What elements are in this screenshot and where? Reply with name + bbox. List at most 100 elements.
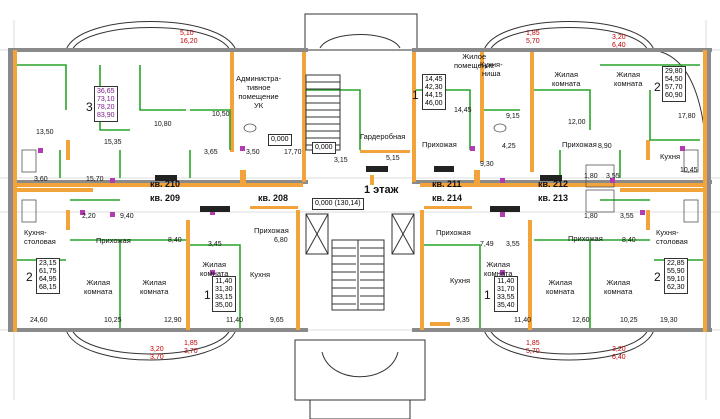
room-area: 10,25 (620, 317, 638, 324)
room-area: 1,80 (584, 173, 598, 180)
room-count: 2 (654, 270, 661, 284)
floor-label: 1 этаж (364, 184, 399, 196)
room-area: 10,80 (154, 121, 172, 128)
structural-walls (13, 50, 707, 332)
room-area: 8,40 (622, 237, 636, 244)
room-count: 1 (484, 288, 491, 302)
room-label-kitchen: Кухня (450, 276, 471, 285)
room-label-hallway: Прихожая (96, 236, 131, 245)
apartment-label-214: кв. 214 (432, 193, 463, 203)
apartment-label-209: кв. 209 (150, 193, 181, 203)
room-area: 24,60 (30, 317, 48, 324)
room-area: 1,80 (584, 213, 598, 220)
bay-arcs (65, 21, 707, 361)
apartment-label-213: кв. 213 (538, 193, 569, 203)
room-area: 4,25 (502, 143, 516, 150)
room-area: 3,15 (334, 157, 348, 164)
room-area: 8,40 (168, 237, 182, 244)
room-area: 9,35 (456, 317, 470, 324)
room-area: 9,15 (506, 113, 520, 120)
elevation-label: 16,20 (180, 38, 198, 45)
room-area: 3,55 (606, 173, 620, 180)
room-area: 9,65 (270, 317, 284, 324)
elevation-label: 3,70 (150, 354, 164, 361)
room-count: 1 (412, 88, 419, 102)
room-area: 9,30 (480, 161, 494, 168)
elevation-label: 3,20 (612, 346, 626, 353)
meter-marks (38, 146, 685, 275)
apartment-label-210: кв. 210 (150, 179, 181, 189)
room-area: 11,40 (514, 317, 531, 324)
room-area: 10,25 (104, 317, 122, 324)
room-label-kitchen-dining: столовая (656, 237, 688, 246)
room-area: 3,45 (208, 241, 222, 248)
room-area: 3,55 (620, 213, 634, 220)
room-area: 11,40 (226, 317, 243, 324)
room-label-kitchen-niche: Кухня-ниша (480, 60, 503, 78)
partition-walls (17, 64, 703, 328)
room-count: 2 (26, 270, 33, 284)
apartment-label-211: кв. 211 (432, 179, 462, 189)
room-label-hallway: Прихожая (254, 226, 289, 235)
room-label-kitchen: Кухня (250, 270, 271, 279)
room-area: 2,20 (82, 213, 96, 220)
elevation-label: 5,70 (526, 348, 540, 355)
room-area: 3,65 (204, 149, 218, 156)
room-label-kitchen-dining: Кухня- (656, 228, 679, 237)
room-label-kitchen-dining: Кухня- (24, 228, 47, 237)
room-label-hallway: Прихожая (422, 140, 457, 149)
room-area: 14,45 (454, 107, 472, 114)
room-area: 12,90 (164, 317, 182, 324)
elevation-label: 5,10 (180, 30, 194, 37)
level-mark: 0,000 (268, 134, 292, 146)
room-count: 1 (204, 288, 211, 302)
room-count: 2 (654, 80, 661, 94)
apartment-label-208: кв. 208 (258, 193, 289, 203)
entrance-top (294, 13, 426, 419)
room-label-hallway: Прихожая (436, 228, 471, 237)
elevation-label: 6,40 (612, 42, 626, 49)
room-area: 3,55 (506, 241, 520, 248)
room-area: 5,15 (386, 155, 400, 162)
room-label-hallway: Прихожая (568, 234, 603, 243)
elevation-label: 1,85 (184, 340, 198, 347)
room-area: 10,45 (680, 167, 698, 174)
room-area: 3,60 (34, 176, 48, 183)
room-area: 17,70 (284, 149, 302, 156)
grid-lines (0, 20, 720, 400)
room-area: 6,80 (274, 237, 288, 244)
apartment-label-212: кв. 212 (538, 179, 569, 189)
room-area: 8,90 (598, 143, 612, 150)
room-area: 10,50 (212, 111, 230, 118)
elevation-label: 3,20 (612, 34, 626, 41)
room-label-kitchen-dining: столовая (24, 237, 56, 246)
room-area: 15,70 (86, 176, 104, 183)
room-label-cloakroom: Гардеробная (360, 132, 406, 141)
room-area: 9,40 (120, 213, 134, 220)
room-label-kitchen: Кухня (660, 152, 681, 161)
lift-shafts (305, 213, 415, 255)
level-mark: 0,000 (312, 142, 336, 154)
elevation-label: 6,40 (612, 354, 626, 361)
elevation-label: 3,20 (150, 346, 164, 353)
room-area: 12,00 (568, 119, 586, 126)
elevation-label: 5,70 (526, 38, 540, 45)
room-area: 12,60 (572, 317, 590, 324)
